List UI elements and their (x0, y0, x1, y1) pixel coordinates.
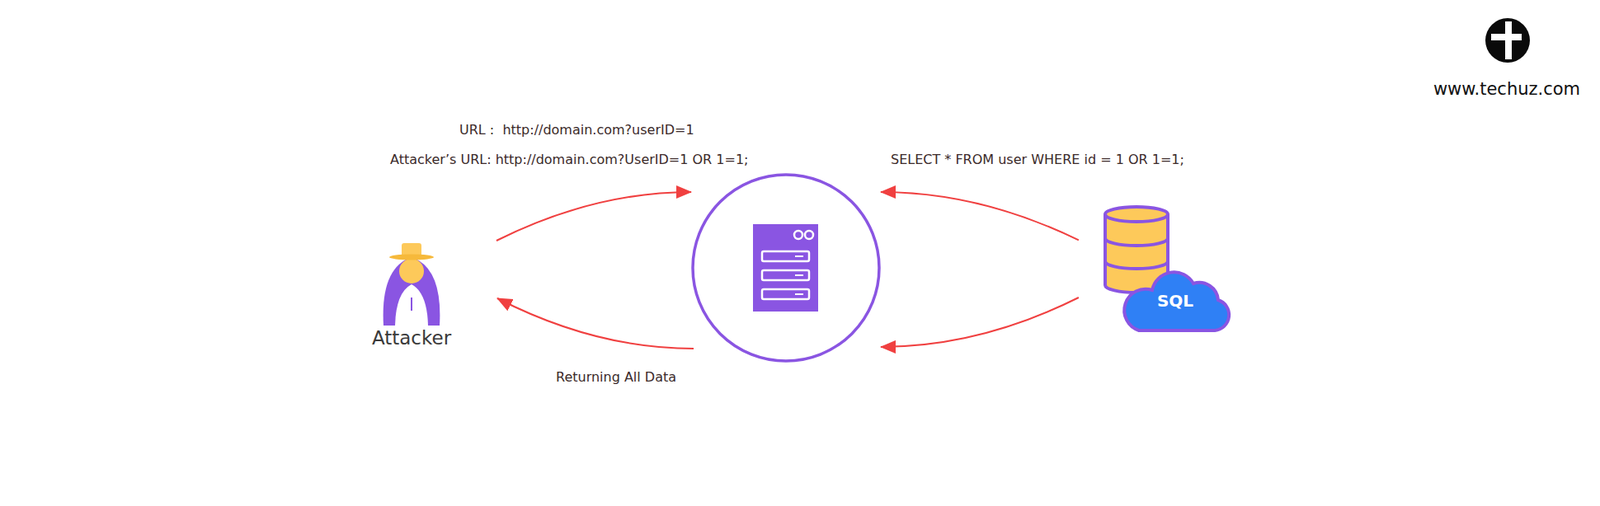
arrow-connector (880, 192, 1079, 240)
node-label: Attacker (371, 326, 452, 350)
node-label: SQL (1157, 291, 1194, 311)
edge-label: Attacker’s URL: http://domain.com?UserID… (388, 151, 750, 169)
sql-database: SQL (1076, 202, 1236, 335)
attacker-figure: Attacker (325, 235, 498, 351)
arrow-connector (880, 297, 1079, 348)
edge-label: Returning All Data (554, 369, 678, 386)
arrow-connector (496, 192, 692, 241)
server-circle (691, 173, 881, 363)
arrow-connector (497, 298, 694, 349)
website-label: www.techuz.com (1433, 78, 1581, 100)
server-circle-shape (691, 173, 881, 363)
sql-database-shape (1076, 202, 1236, 335)
logo-circle (1485, 18, 1530, 63)
logo-cross (1491, 33, 1522, 41)
edge-label: SELECT * FROM user WHERE id = 1 OR 1=1; (889, 151, 1186, 169)
url-note: URL : http://domain.com?userID=1 (459, 122, 695, 139)
